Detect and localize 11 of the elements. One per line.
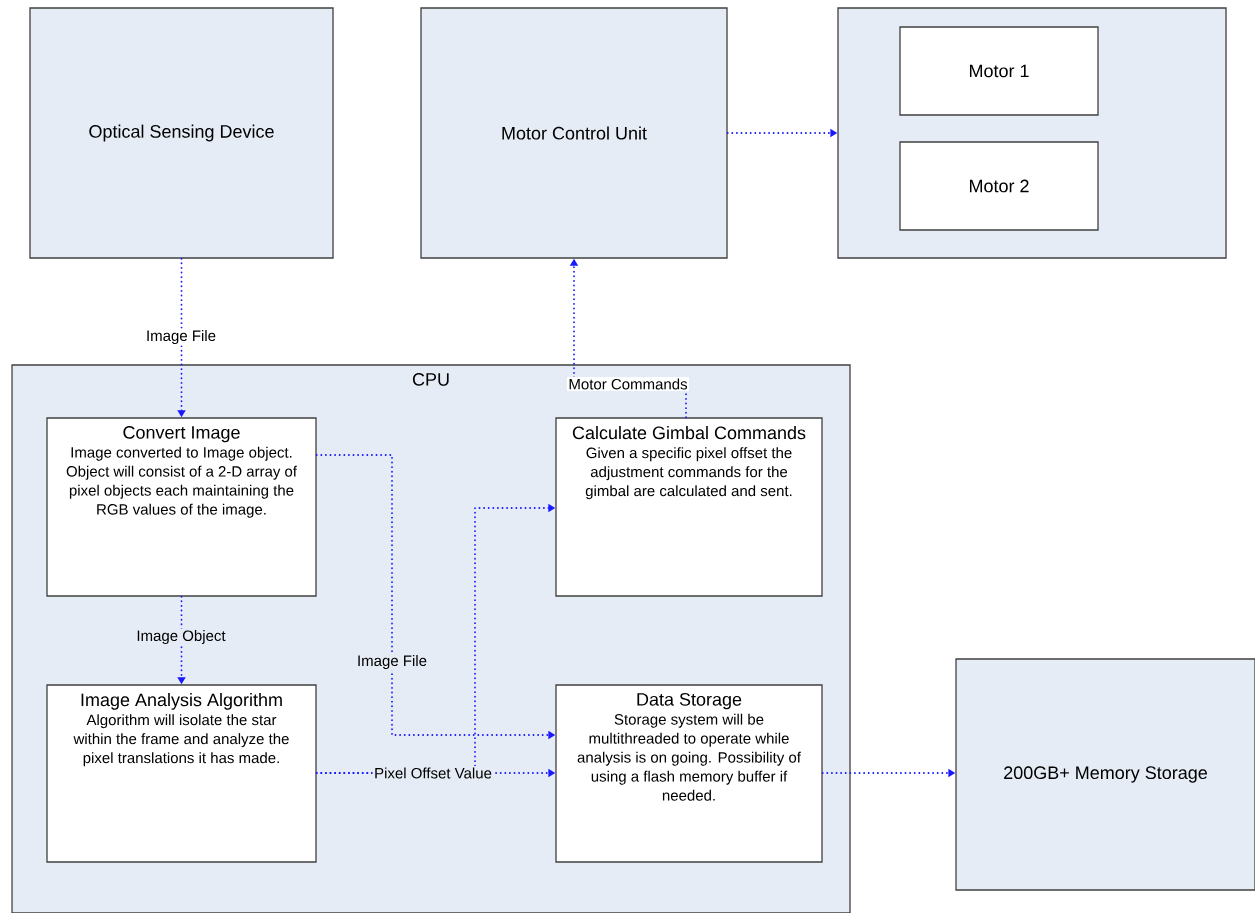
motor-box: Motor 2 (899, 141, 1099, 231)
device-box: Motor Control Unit (420, 7, 728, 259)
storage-box: 200GB+ Memory Storage (955, 658, 1255, 891)
edge-label: Pixel Offset Value (372, 766, 494, 780)
edge-label: Motor Commands (566, 377, 690, 391)
process-box: Image Analysis Algorithm Algorithm will isolate the star within the frame and analyze the pixel translations it has made. (46, 684, 317, 863)
process-box: Convert Image Image converted to Image object. Object will consist of a 2-D array of pixel objects each maintaining the RGB values of the image. (46, 417, 317, 597)
process-box: Calculate Gimbal Commands Given a specific pixel offset the adjustment commands for the gimbal are calculated and sent. (555, 417, 823, 597)
device-box: Optical Sensing Device (29, 7, 334, 259)
motor-box: Motor 1 (899, 26, 1099, 116)
process-box: Data Storage Storage system will be multithreaded to operate while analysis is on going. Possibility of using a flash memory buffer if needed. (555, 684, 823, 863)
